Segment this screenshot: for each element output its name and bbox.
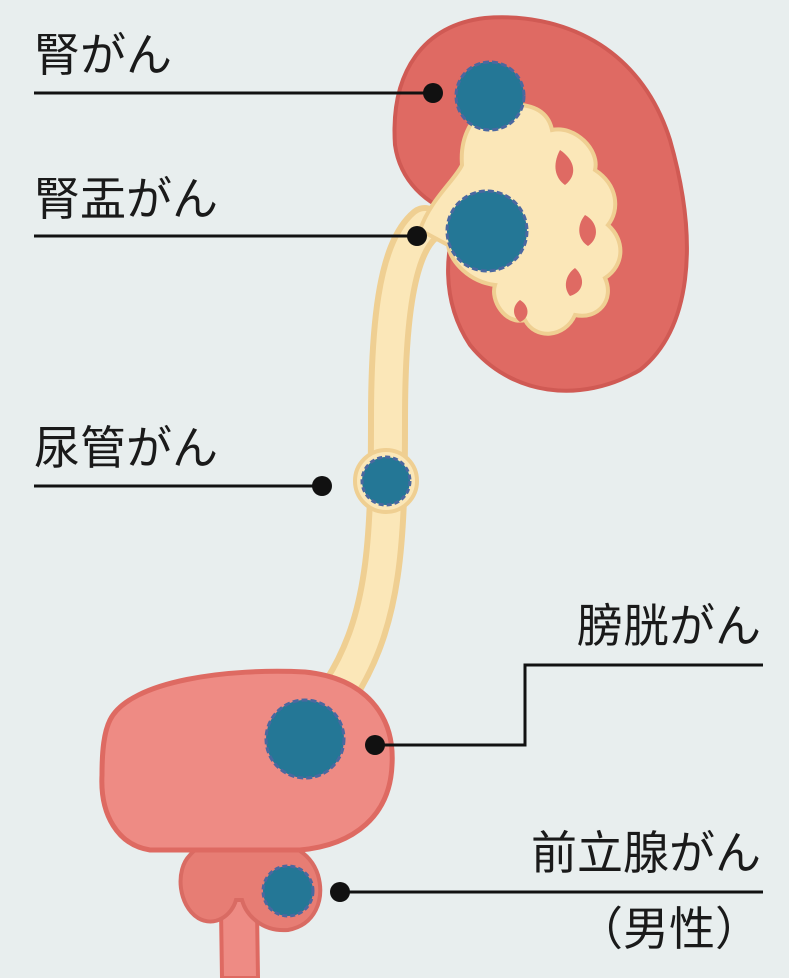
label-prostate-note: （男性） bbox=[577, 902, 761, 956]
calyx-notch-3 bbox=[565, 268, 583, 296]
pelvis-tumor bbox=[445, 189, 529, 273]
prostate-tumor bbox=[261, 864, 315, 918]
leader-bladder bbox=[365, 663, 763, 755]
calyx-notch-1 bbox=[555, 150, 574, 185]
ureter bbox=[326, 211, 439, 704]
bladder bbox=[99, 668, 395, 853]
label-ureter-cancer: 尿管がん bbox=[34, 421, 218, 475]
label-kidney-cancer: 腎がん bbox=[34, 28, 172, 82]
label-prostate-cancer: 前立腺がん bbox=[531, 826, 761, 880]
label-renal-pelvis-cancer: 腎盂がん bbox=[34, 172, 218, 226]
calyx-notch-2 bbox=[579, 215, 596, 246]
leader-kidney bbox=[34, 83, 443, 103]
kidney-tumor bbox=[454, 60, 526, 132]
leader-renal-pelvis bbox=[34, 226, 427, 246]
label-bladder-cancer: 膀胱がん bbox=[577, 599, 761, 653]
bladder-tumor bbox=[264, 698, 346, 780]
leader-prostate bbox=[330, 882, 763, 902]
ureter-tumor bbox=[360, 455, 412, 507]
leader-ureter bbox=[34, 476, 332, 496]
calyx-notch-4 bbox=[514, 300, 528, 322]
